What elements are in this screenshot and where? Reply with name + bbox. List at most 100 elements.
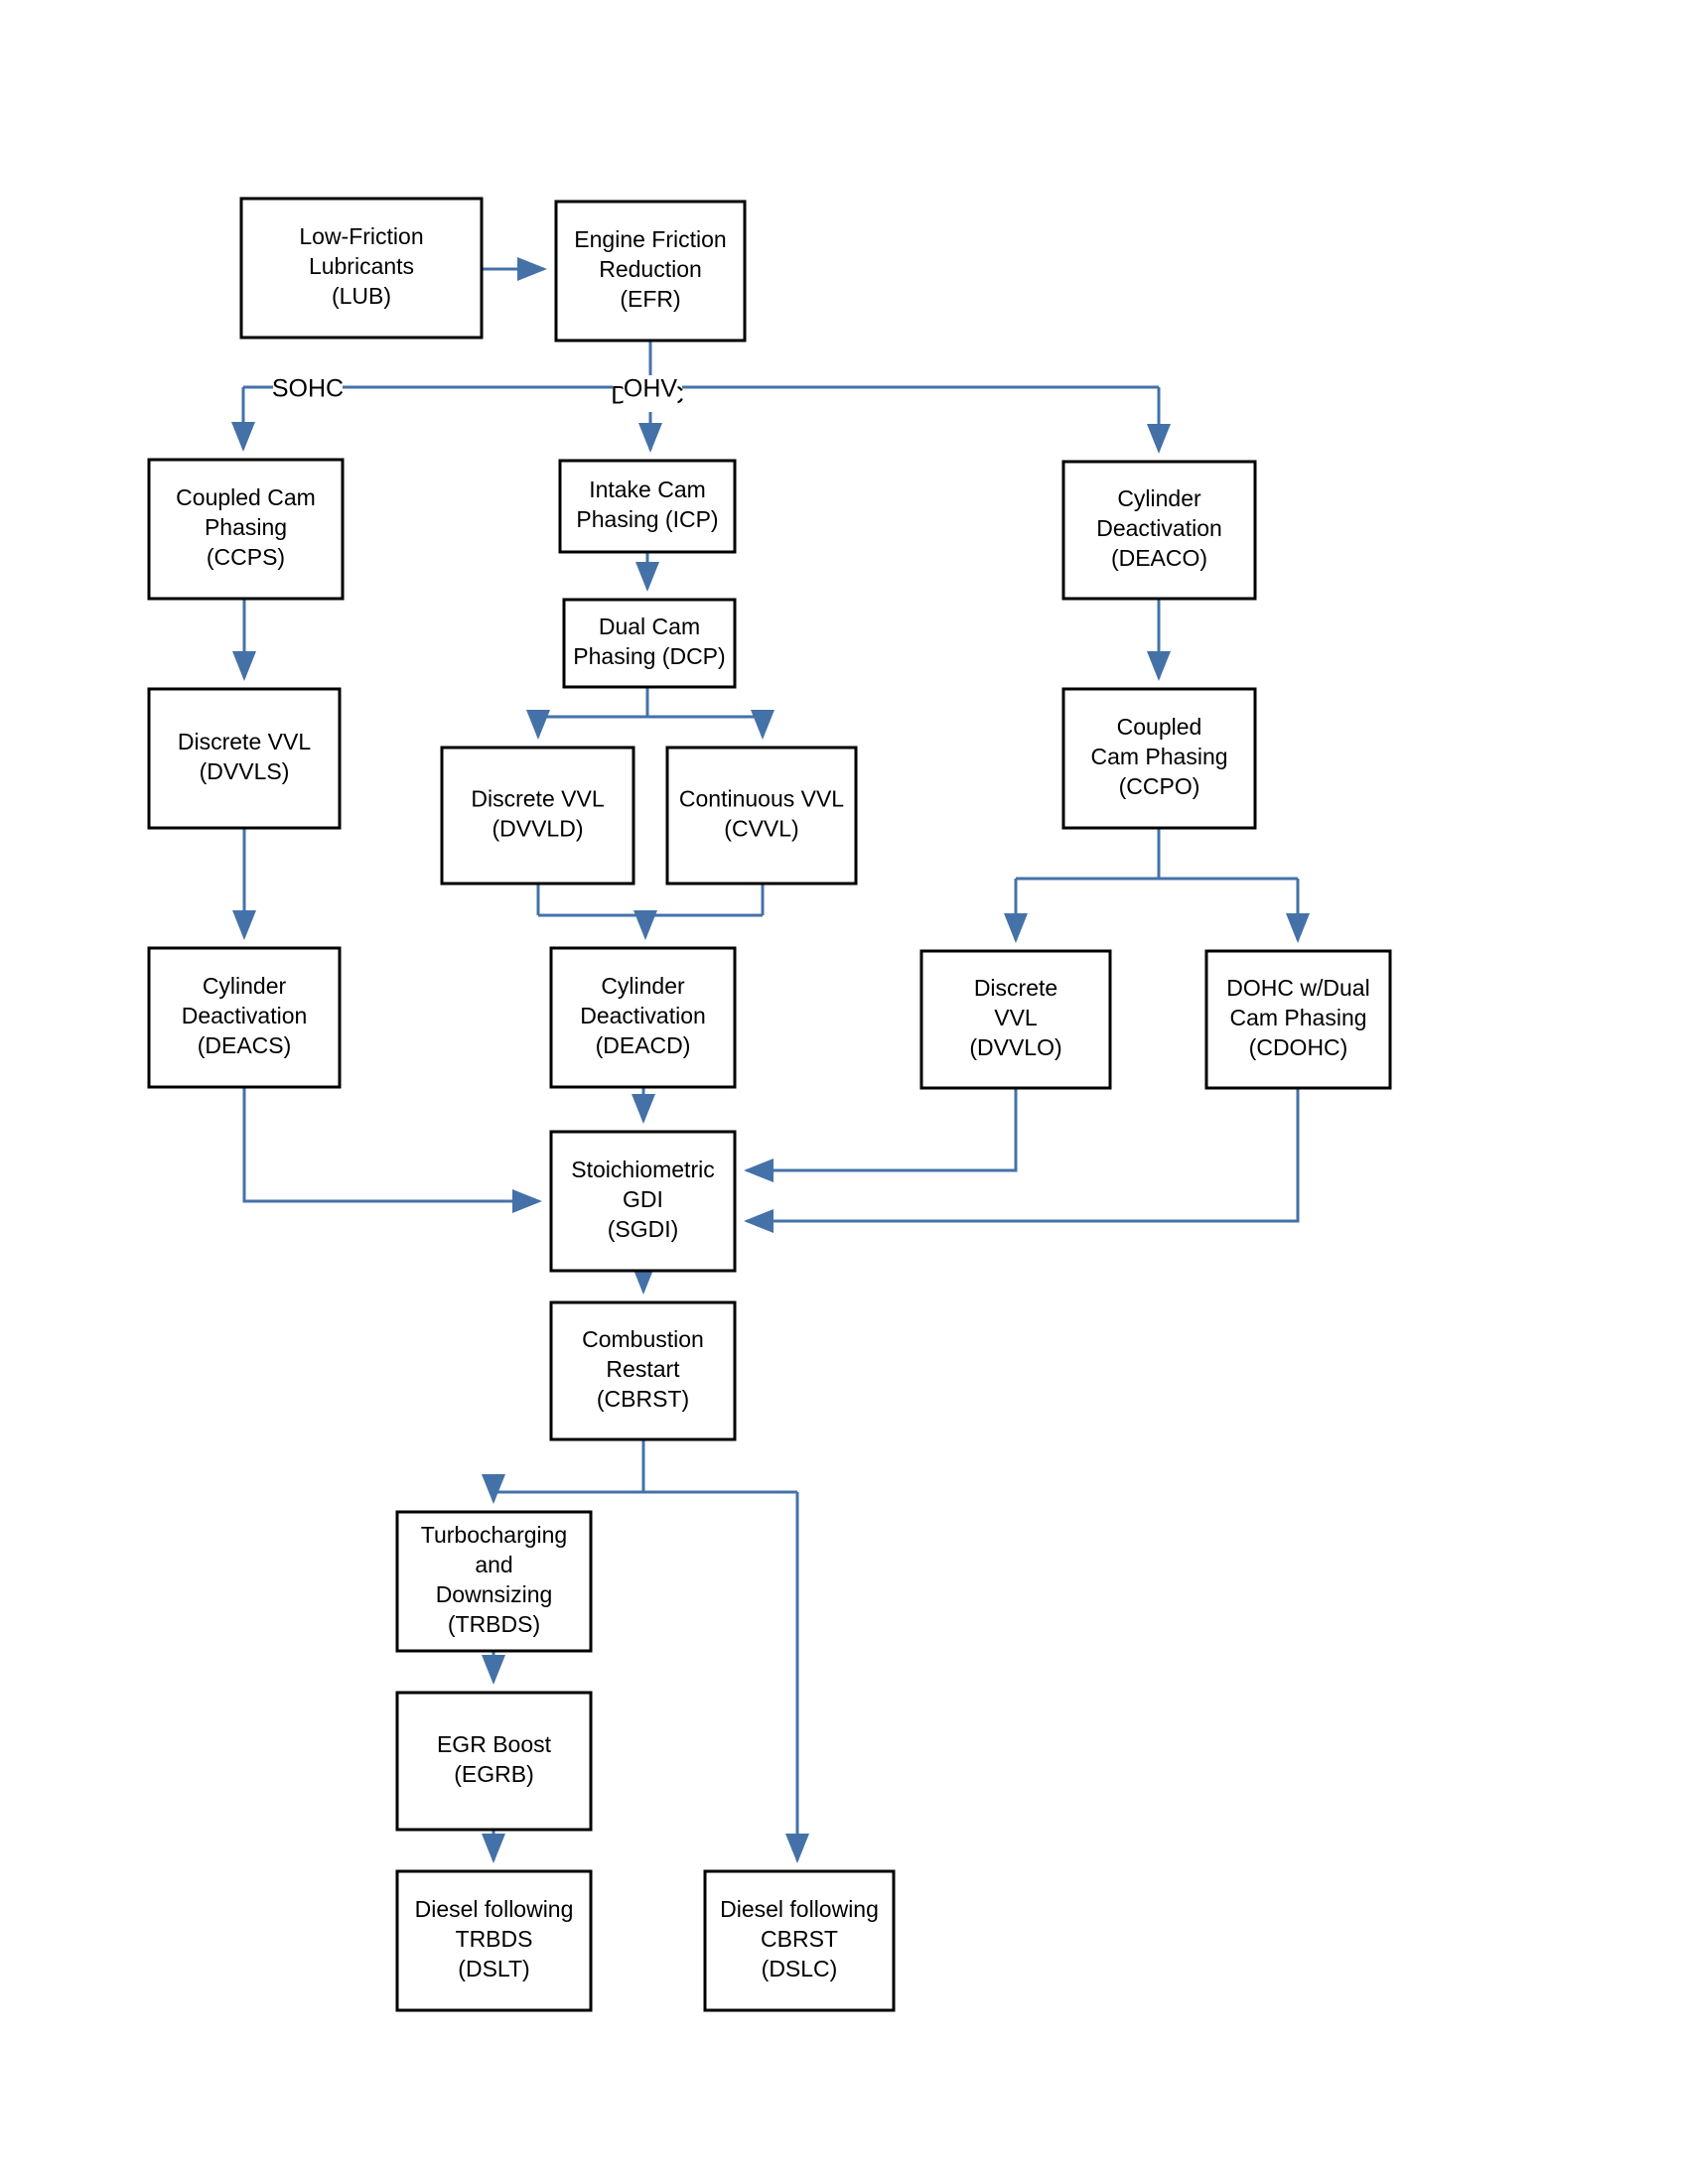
node-label-line: (DVVLS) xyxy=(200,758,290,784)
node-label-line: Cam Phasing xyxy=(1229,1005,1366,1030)
node-box[interactable] xyxy=(147,458,345,601)
node-label-line: TRBDS xyxy=(456,1926,533,1952)
node-label-line: (EGRB) xyxy=(454,1761,534,1787)
edge-cdohc-to-sgdi xyxy=(744,1088,1300,1233)
node-box[interactable] xyxy=(395,1510,593,1653)
node-label-line: Cylinder xyxy=(1117,485,1201,511)
edge-labels-layer: SOHCDOHCOHV xyxy=(272,375,684,412)
node-box[interactable] xyxy=(549,946,737,1089)
node-label-line: Phasing (DCP) xyxy=(573,643,725,669)
node-box[interactable] xyxy=(703,1869,896,2012)
edge-label-backdrop xyxy=(273,375,343,405)
node-label-line: Coupled xyxy=(1117,714,1202,740)
node-box[interactable] xyxy=(665,746,858,886)
node-box[interactable] xyxy=(562,598,737,689)
node-label-line: and xyxy=(475,1552,512,1577)
node-label-line: Discrete VVL xyxy=(471,786,604,812)
node-label-line: Deactivation xyxy=(1096,515,1222,541)
node-label-line: CBRST xyxy=(761,1926,838,1952)
edge-deacs-to-sgdi xyxy=(242,1087,542,1213)
node-label-line: (CDOHC) xyxy=(1249,1034,1348,1060)
node-label-line: (DEACD) xyxy=(596,1032,691,1058)
node-box[interactable] xyxy=(440,746,635,886)
node-label-line: Reduction xyxy=(599,256,702,282)
node-box[interactable] xyxy=(549,1300,737,1441)
node-dvvls[interactable]: Discrete VVL(DVVLS) xyxy=(147,687,342,830)
node-label-line: Discrete xyxy=(974,975,1057,1001)
edge-dvvlo-to-sgdi xyxy=(744,1088,1018,1182)
node-label-line: VVL xyxy=(994,1005,1038,1030)
node-label-line: Phasing xyxy=(205,514,287,540)
node-label-line: EGR Boost xyxy=(437,1731,552,1757)
node-label-line: (EFR) xyxy=(620,286,680,312)
node-box[interactable] xyxy=(554,200,747,342)
node-box[interactable] xyxy=(395,1691,593,1832)
node-label-line: Intake Cam xyxy=(589,477,706,502)
node-box[interactable] xyxy=(395,1869,593,2012)
edge-label-text: OHV xyxy=(624,375,678,403)
node-label-line: Lubricants xyxy=(309,253,414,279)
edge-label-ohv: OHV xyxy=(623,375,678,405)
node-box[interactable] xyxy=(1061,687,1257,830)
node-label-line: (DVVLO) xyxy=(969,1034,1061,1060)
node-label-line: DOHC w/Dual xyxy=(1226,975,1369,1001)
node-box[interactable] xyxy=(558,459,737,554)
node-label-line: Cylinder xyxy=(203,973,287,999)
node-label-line: Combustion xyxy=(582,1326,704,1352)
node-label-line: (DEACS) xyxy=(198,1032,292,1058)
edges-layer xyxy=(231,257,1310,1863)
node-dvvld[interactable]: Discrete VVL (DVVLD) xyxy=(440,746,635,886)
node-label-line: (CBRST) xyxy=(597,1386,689,1412)
node-box[interactable] xyxy=(1204,949,1392,1090)
node-label-line: (CCPO) xyxy=(1119,773,1200,799)
node-label-line: (DSLC) xyxy=(762,1956,838,1981)
node-label-line: (DSLT) xyxy=(458,1956,529,1981)
edge-label-backdrop xyxy=(623,375,678,405)
node-label-line: Turbocharging xyxy=(421,1522,567,1548)
node-box[interactable] xyxy=(919,949,1112,1090)
node-label-line: Deactivation xyxy=(580,1003,706,1028)
node-label-line: Diesel following xyxy=(720,1896,879,1922)
node-label-line: (CVVL) xyxy=(724,816,798,842)
node-label-line: (DEACO) xyxy=(1111,545,1207,571)
edge-label-text: SOHC xyxy=(272,375,344,403)
node-label-line: Continuous VVL xyxy=(679,786,844,812)
node-box[interactable] xyxy=(147,946,342,1089)
node-label-line: (DVVLD) xyxy=(492,816,583,842)
node-label-line: Phasing (ICP) xyxy=(576,506,718,532)
node-label-line: Restart xyxy=(606,1356,680,1382)
node-label-line: Cylinder xyxy=(601,973,685,999)
node-label-line: Cam Phasing xyxy=(1090,744,1227,769)
node-label-line: Coupled Cam xyxy=(176,484,316,510)
node-box[interactable] xyxy=(1061,460,1257,601)
node-cvvl[interactable]: Continuous VVL (CVVL) xyxy=(665,746,858,886)
node-label-line: (SGDI) xyxy=(608,1216,679,1242)
node-label-line: Dual Cam xyxy=(599,614,700,639)
node-box[interactable] xyxy=(147,687,342,830)
node-box[interactable] xyxy=(239,197,484,340)
node-label-line: Deactivation xyxy=(182,1003,308,1028)
node-label-line: (CCPS) xyxy=(207,544,285,570)
node-label-line: Engine Friction xyxy=(574,226,726,252)
edge-label-sohc: SOHC xyxy=(272,375,344,405)
node-box[interactable] xyxy=(549,1130,737,1273)
node-label-line: Diesel following xyxy=(415,1896,574,1922)
node-egrb[interactable]: EGR Boost (EGRB) xyxy=(395,1691,593,1832)
